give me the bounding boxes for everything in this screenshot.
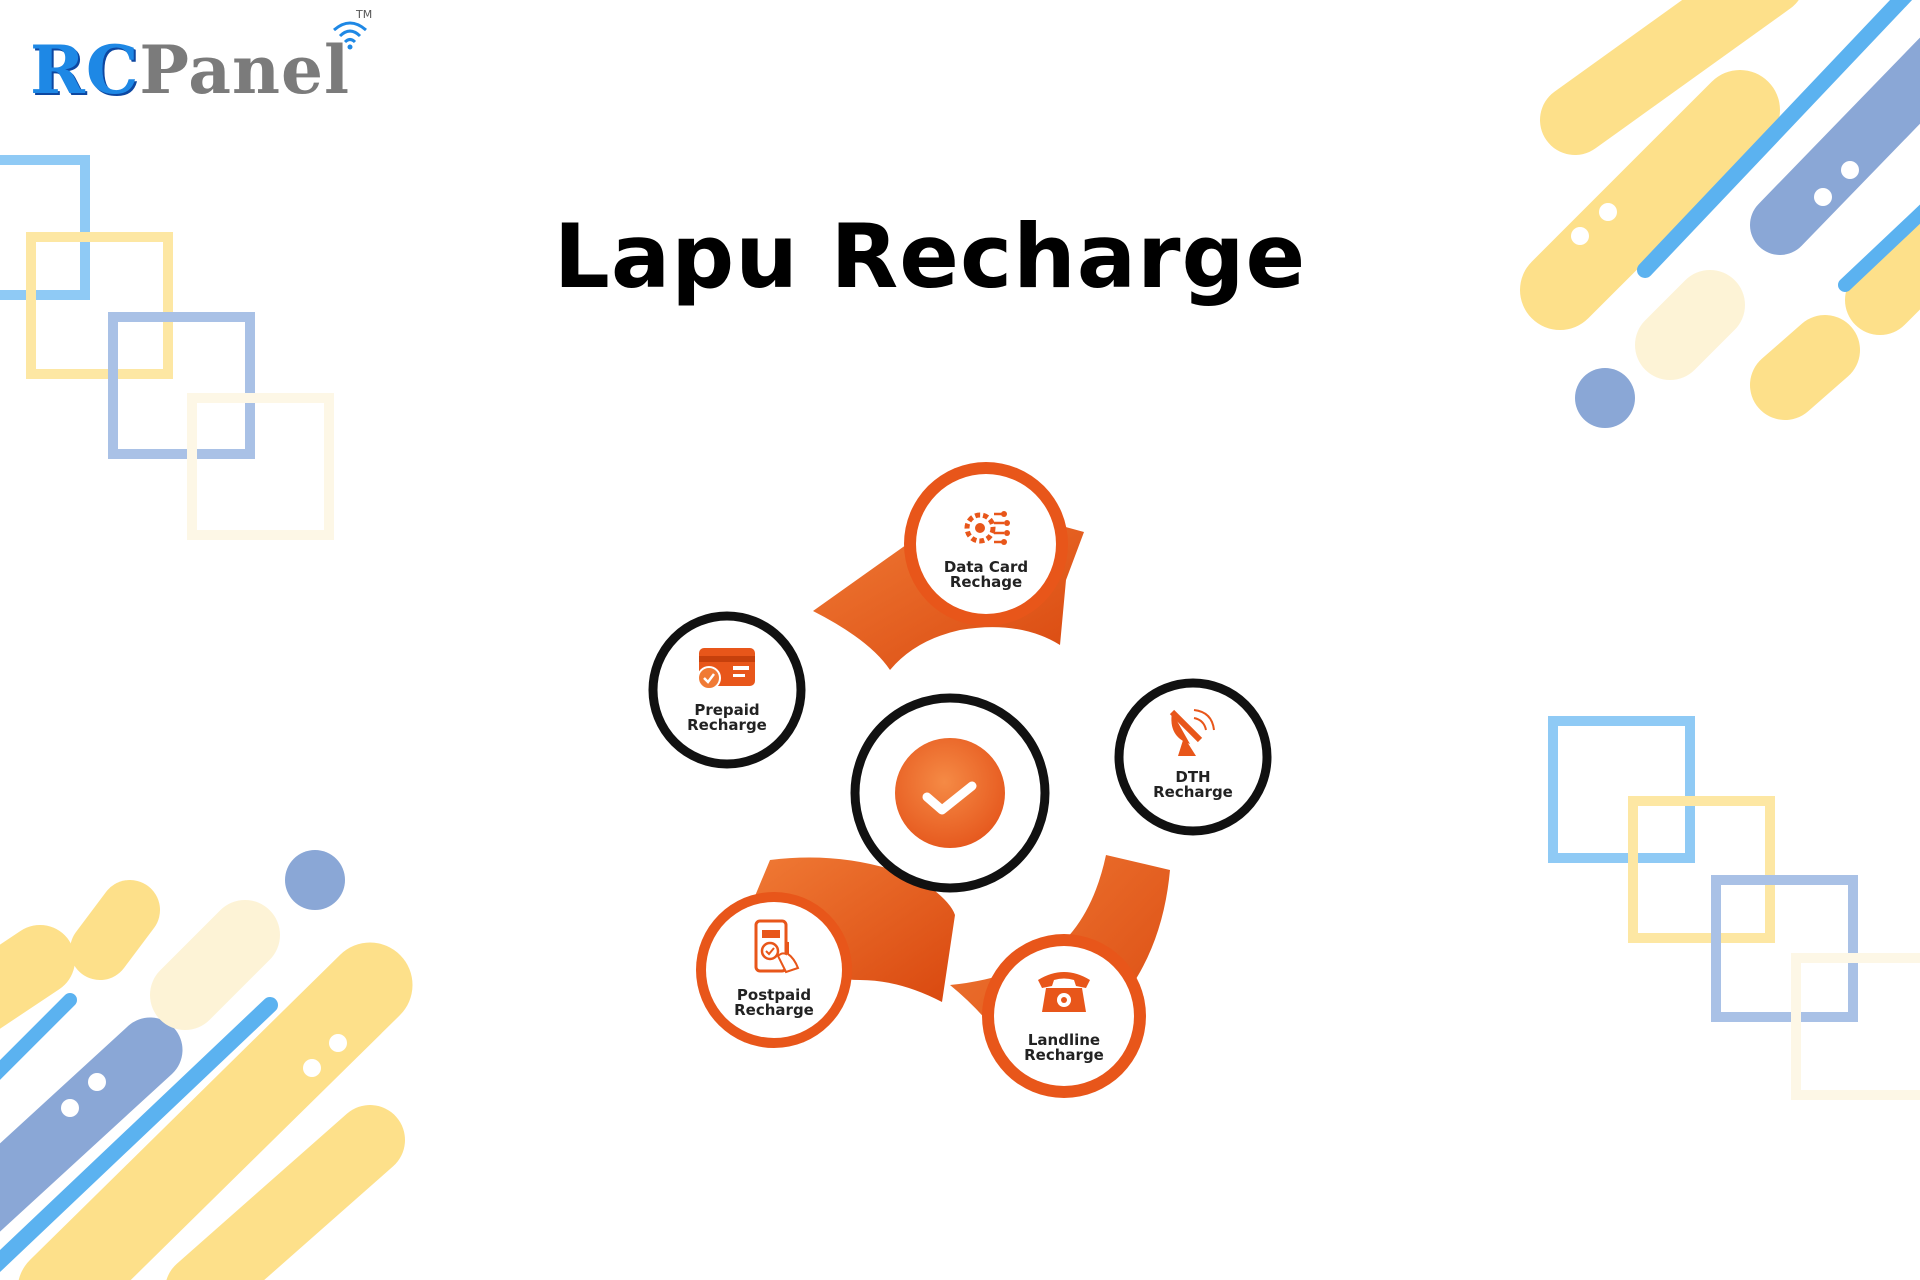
node-label-line1: Data Card [944,558,1028,576]
node-label-line2: Recharge [734,1001,814,1019]
rcpanel-logo: RCPanel TM [30,8,373,110]
phone-bill-icon [754,919,800,974]
node-dth-recharge: DTH Recharge [1114,678,1272,836]
node-label-line2: Recharge [1024,1046,1104,1064]
bottom-left-streaks-decoration [0,850,413,1280]
node-label-line2: Recharge [1153,783,1233,801]
telephone-icon [1038,972,1090,1012]
node-landline-recharge: Landline Recharge [982,934,1146,1098]
node-postpaid-recharge: Postpaid Recharge [696,892,852,1048]
node-label-line1: Postpaid [737,986,811,1004]
node-label-line2: Recharge [687,716,767,734]
node-label-line1: DTH [1175,768,1210,786]
logo-wordmark: RCPanel [30,30,370,110]
recharge-services-diagram: Data Card Rechage Prepaid Recharge DTH R… [648,462,1272,1098]
wifi-icon [333,21,367,50]
node-label-line2: Rechage [950,573,1022,591]
node-prepaid-recharge: Prepaid Recharge [648,611,806,769]
node-label-line1: Prepaid [694,701,759,719]
node-data-card-recharge: Data Card Rechage [904,462,1068,626]
trademark-symbol: TM [356,8,373,21]
node-label-line1: Landline [1028,1031,1100,1049]
right-squares-decoration [1548,716,1920,1100]
satellite-dish-icon [1169,709,1215,756]
page-title: Lapu Recharge [553,205,1307,308]
top-right-streaks-decoration [1520,0,1920,428]
gear-circuit-icon [964,511,1010,545]
logo-text-panel: Panel [139,31,351,109]
credit-card-icon [697,648,755,690]
checkmark-icon [922,781,977,815]
logo-text-rc: RC [30,31,140,109]
top-left-squares-decoration [0,155,334,540]
center-node [850,693,1050,893]
